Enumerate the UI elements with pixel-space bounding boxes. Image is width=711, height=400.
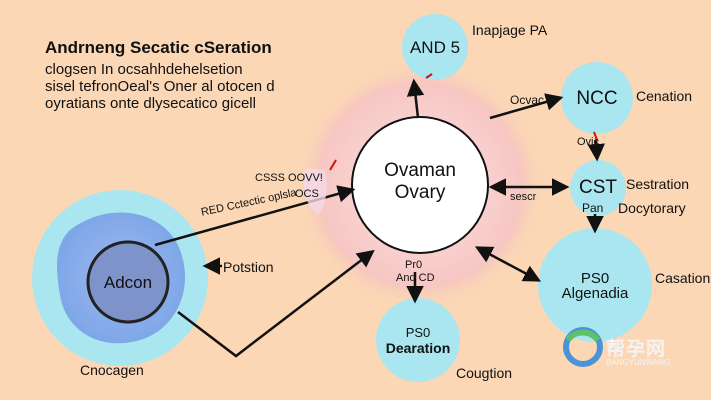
pink-bubble [303, 168, 327, 215]
node-and5-label: AND 5 [409, 38, 461, 57]
red-tick-center [329, 159, 337, 171]
node-ps0-bottom-top-label-1: Pr0 [405, 259, 423, 271]
node-cst-side-label-2: Docytorary [618, 200, 686, 216]
watermark-text: 帮孕网 [606, 339, 667, 360]
node-ncc-side-label: Cenation [636, 88, 693, 104]
arrow-center-ps0 [474, 246, 542, 282]
node-ncc-arrow-label: Ocvac [510, 93, 545, 107]
node-cell-bottom-label: Cnocagen [80, 362, 144, 378]
ovary-core [351, 116, 489, 254]
node-cst-label: CST [579, 177, 617, 198]
cell-nucleus [86, 240, 170, 324]
node-cst-sub-label: Pan [582, 201, 604, 215]
node-ps0-bottom-side-label: Cougtion [456, 365, 513, 381]
watermark-sub: BANGYUNWANG [606, 358, 671, 367]
node-cst-arrow-label: sescr [510, 191, 537, 203]
red-tick-and5 [425, 73, 433, 79]
header-line-1: clogsen In ocsahhdehelsetion [45, 61, 243, 78]
node-and5-side-label: Inapjage PA [472, 22, 548, 38]
arrow-to-and5 [406, 78, 425, 119]
node-ps0-right-line2: Algenadia [561, 285, 629, 302]
node-ps0-right-line1: PS0 [580, 270, 610, 287]
header-line-3: oyratians onte dlysecatico gicell [45, 95, 256, 112]
ocs-label: OCS [295, 188, 319, 200]
position-label: Potstion [223, 259, 274, 275]
node-ps0-bottom-circle [376, 298, 460, 382]
arrow-ncc-to-cst [587, 139, 605, 162]
node-ps0-bottom-line2: Dearation [385, 340, 451, 356]
node-ps0-right-circle [538, 228, 652, 342]
css-label: CSSS OOVV! [255, 172, 323, 184]
node-cst-side-label-1: Sestration [626, 176, 690, 192]
diagram-title: Andrneng Secatic cSeration [45, 38, 272, 57]
center-label-1: Ovaman [384, 160, 456, 181]
node-cell-label: Adcon [103, 273, 153, 292]
node-ps0-bottom-line1: PS0 [405, 325, 431, 340]
header-line-2: sisel tefronOeal's Oner al otocen d [45, 78, 275, 95]
arrow-cell-loop [177, 249, 375, 358]
node-cst-circle [570, 160, 626, 216]
node-ncc-below-label: Ovic [577, 136, 599, 148]
node-and5-circle [402, 14, 468, 80]
node-ps0-right-side-label: Casation [655, 270, 711, 286]
red-tick-ncc [593, 131, 598, 141]
node-ps0-bottom-top-label-2: And CD [396, 272, 435, 284]
node-ncc-circle [561, 62, 633, 134]
node-ncc-label: NCC [576, 88, 618, 109]
arrow-to-ncc [489, 93, 564, 120]
center-label-2: Ovary [394, 182, 446, 203]
